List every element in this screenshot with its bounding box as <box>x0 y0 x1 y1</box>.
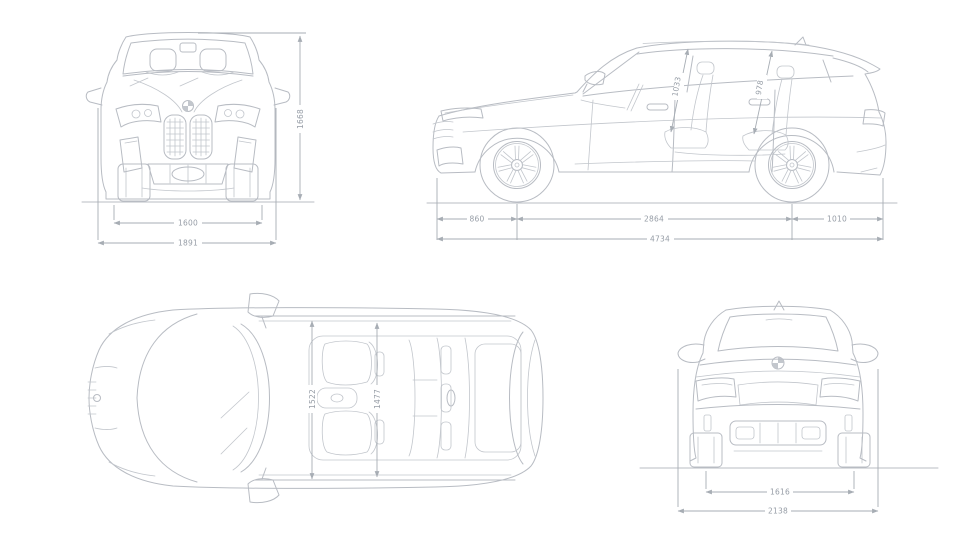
top-view-drawing: 1522 1477 <box>87 292 544 504</box>
front-wheel <box>479 127 555 203</box>
top-dim-rear-width: 1477 <box>372 322 382 478</box>
top-dim-front-width: 1522 <box>307 320 317 480</box>
side-dim-rear-headroom-label: 978 <box>754 79 765 95</box>
rear-dim-track-label: 1616 <box>770 488 790 497</box>
rear-view-drawing: 1616 2138 <box>639 300 939 516</box>
front-dim-track-label: 1600 <box>178 219 198 228</box>
rear-dim-track: 1616 <box>705 471 855 497</box>
rear-wheel <box>754 127 830 203</box>
side-dim-wheelbase-label: 2864 <box>644 215 664 224</box>
front-view-drawing: 1600 1891 1668 <box>81 32 315 248</box>
side-view-drawing: 1033 978 860 2864 1010 4734 <box>426 36 898 244</box>
top-view-car <box>87 292 544 504</box>
bmw-logo-icon <box>182 100 194 112</box>
side-dim-front-headroom-label: 1033 <box>670 76 682 97</box>
front-dim-height: 1668 <box>198 32 306 201</box>
rear-dim-width-mirrors-label: 2138 <box>768 507 788 516</box>
bmw-logo-icon <box>93 394 101 402</box>
side-dim-rows: 860 2864 1010 4734 <box>436 178 884 244</box>
front-view-car <box>81 32 315 203</box>
top-dim-rear-width-label: 1477 <box>373 389 382 409</box>
front-dim-width-label: 1891 <box>178 239 198 248</box>
front-dim-height-label: 1668 <box>296 109 305 129</box>
side-dim-rear-headroom: 978 <box>752 50 774 135</box>
front-dim-width: 1891 <box>97 108 277 248</box>
side-dim-front-headroom: 1033 <box>669 48 690 133</box>
bmw-logo-icon <box>771 356 785 370</box>
side-dim-front-overhang-label: 860 <box>469 215 484 224</box>
rear-dim-width-mirrors: 2138 <box>677 369 879 516</box>
side-view-car <box>426 36 898 204</box>
top-dim-front-width-label: 1522 <box>308 389 317 409</box>
side-dim-rear-overhang-label: 1010 <box>827 215 847 224</box>
top-interior <box>316 337 522 459</box>
front-dim-track: 1600 <box>113 205 263 228</box>
side-dim-length-label: 4734 <box>650 235 670 244</box>
rear-view-car <box>639 300 939 469</box>
